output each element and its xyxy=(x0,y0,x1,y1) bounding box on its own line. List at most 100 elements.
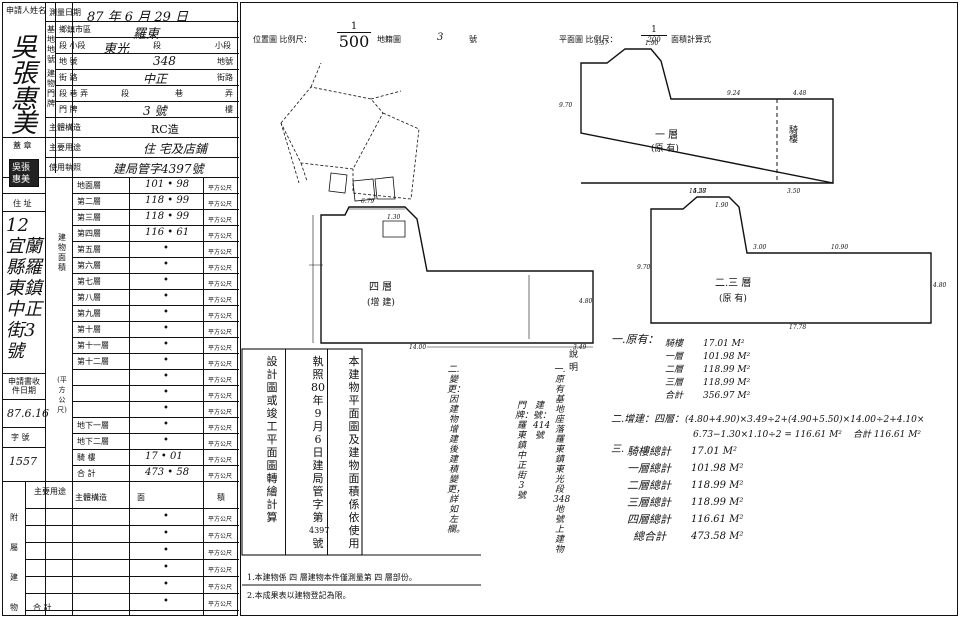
lane-xiang: 巷 xyxy=(175,89,183,98)
floor-area: • xyxy=(163,387,169,398)
applicant-name-3: 惠 xyxy=(10,85,37,115)
cert-char: 圖 xyxy=(266,459,278,472)
cert-char: 建 xyxy=(312,459,324,472)
township-label: 鄉鎮市區 xyxy=(59,25,91,34)
cert-char: 80 xyxy=(311,381,325,394)
floor-area: 17 • 01 xyxy=(145,451,183,462)
cert-char: 平 xyxy=(348,394,360,407)
original-name: 二層 xyxy=(665,365,684,375)
floor-name: 地面層 xyxy=(77,181,101,190)
cert-char: 面 xyxy=(266,446,278,459)
explain-col-c: 建號：414號 xyxy=(533,401,552,441)
original-value: 118.99 M² xyxy=(703,378,751,388)
cert-char: 管 xyxy=(312,485,324,498)
original-name: 合計 xyxy=(665,391,684,401)
added-formula-2: 6.73−1.30×1.10÷2 = 116.61 M² xyxy=(693,430,842,440)
cert-char: 號 xyxy=(312,537,324,550)
dimension-label: 9.70 xyxy=(637,264,651,271)
address-side-label: 住 址 xyxy=(13,199,32,208)
dimension-label: 1.90 xyxy=(715,202,729,209)
cert-char: 面 xyxy=(348,407,360,420)
fourth-floor-sub: (增 建) xyxy=(367,298,395,308)
structure-value: RC造 xyxy=(151,123,179,136)
floor-name: 第三層 xyxy=(77,213,101,222)
arcade-label: 騎 樓 xyxy=(789,126,799,145)
floor-name: 騎 樓 xyxy=(77,453,96,462)
floor-area: • xyxy=(163,259,169,270)
section-value: 東光 xyxy=(103,42,130,57)
total-name: 一層總計 xyxy=(627,462,671,475)
dimension-label: 10.90 xyxy=(831,244,848,251)
totals-label: 三. xyxy=(611,444,625,455)
cert-char: 依 xyxy=(348,511,360,524)
cert-char: 局 xyxy=(312,472,324,485)
street-label: 街 路 xyxy=(59,73,78,82)
floor-name: 第八層 xyxy=(77,293,101,302)
annex-total-label: 合 計 xyxy=(33,603,52,612)
floor-unit: 平方公尺 xyxy=(208,249,233,256)
floor-suffix: 樓 xyxy=(225,105,233,114)
cert-char: 年 xyxy=(312,394,324,407)
explain-col-b: 門 牌：羅東鎮中正街3號 xyxy=(515,401,534,501)
applicant-name-2: 張 xyxy=(10,59,37,89)
cert-char: 用 xyxy=(348,537,360,550)
first-floor-label: 一 層 xyxy=(655,130,679,141)
cert-char: 9 xyxy=(314,407,322,420)
dimension-label: 3.49 xyxy=(573,344,587,351)
dimension-label: 5.57 xyxy=(693,188,707,195)
section-label: 段 小段 xyxy=(59,41,86,50)
unit-side-label: (平方公尺) xyxy=(57,376,67,414)
applicant-name-4: 美 xyxy=(10,109,37,139)
number-value: 3 號 xyxy=(143,104,167,118)
annex-area: • xyxy=(163,579,169,590)
floor-unit: 平方公尺 xyxy=(208,281,233,288)
floor-name: 第五層 xyxy=(77,245,101,254)
use-label: 主要用途 xyxy=(49,143,81,152)
street-suffix: 街路 xyxy=(217,73,233,82)
floor-area: • xyxy=(163,355,169,366)
total-value: 101.98 M² xyxy=(691,463,744,474)
explain-title: 說明 xyxy=(568,350,578,373)
dimension-label: 14.28 xyxy=(689,188,706,195)
floor-name: 地下一層 xyxy=(77,421,109,430)
cert-char: 圖 xyxy=(266,381,278,394)
cert-char: 月 xyxy=(312,420,324,433)
cert-char: 計 xyxy=(266,498,278,511)
cert-char: 工 xyxy=(266,420,278,433)
annex-unit: 平方公尺 xyxy=(208,601,233,608)
floor-area: • xyxy=(163,403,169,414)
original-value: 101.98 M² xyxy=(703,352,751,362)
dimension-label: 14.00 xyxy=(409,344,426,351)
added-total: 合計 116.61 M² xyxy=(853,430,922,440)
floor-unit: 平方公尺 xyxy=(208,361,233,368)
annex-unit: 平方公尺 xyxy=(208,567,233,574)
floor-unit: 平方公尺 xyxy=(208,297,233,304)
applicant-label: 申請人姓名 xyxy=(6,6,46,15)
total-name: 三層總計 xyxy=(627,496,671,509)
cert-char: 字 xyxy=(312,498,324,511)
floor-area: • xyxy=(163,435,169,446)
location-no-suffix: 號 xyxy=(469,35,477,44)
applicant-address: 12 宜蘭縣羅東鎮中正街3號 xyxy=(6,215,42,362)
floor-unit: 平方公尺 xyxy=(208,393,233,400)
annex-area: • xyxy=(163,511,169,522)
cert-char: 日 xyxy=(312,446,324,459)
annex-unit: 平方公尺 xyxy=(208,550,233,557)
floor-unit: 平方公尺 xyxy=(208,377,233,384)
floor-name: 第二層 xyxy=(77,197,101,206)
cert-char: 轉 xyxy=(266,472,278,485)
annex-area: • xyxy=(163,545,169,556)
survey-date-label: 測量日期 xyxy=(49,8,81,17)
original-value: 17.01 M² xyxy=(703,339,745,349)
permit-value: 建局管字4397號 xyxy=(113,162,204,176)
plan-panel: 位置圖 比例尺： 1 500 地籍圖 3 號 平面圖 比例尺： 1 200 面積… xyxy=(240,2,958,616)
floor-area: • xyxy=(163,419,169,430)
floor-scale: 1 200 xyxy=(641,25,667,44)
floor-name: 第四層 xyxy=(77,229,101,238)
lane-nong: 弄 xyxy=(225,89,233,98)
dimension-label: 4.80 xyxy=(578,298,593,305)
original-value: 118.99 M² xyxy=(703,365,751,375)
floor-area: • xyxy=(163,339,169,350)
dimension-label: 9.24 xyxy=(727,90,741,97)
